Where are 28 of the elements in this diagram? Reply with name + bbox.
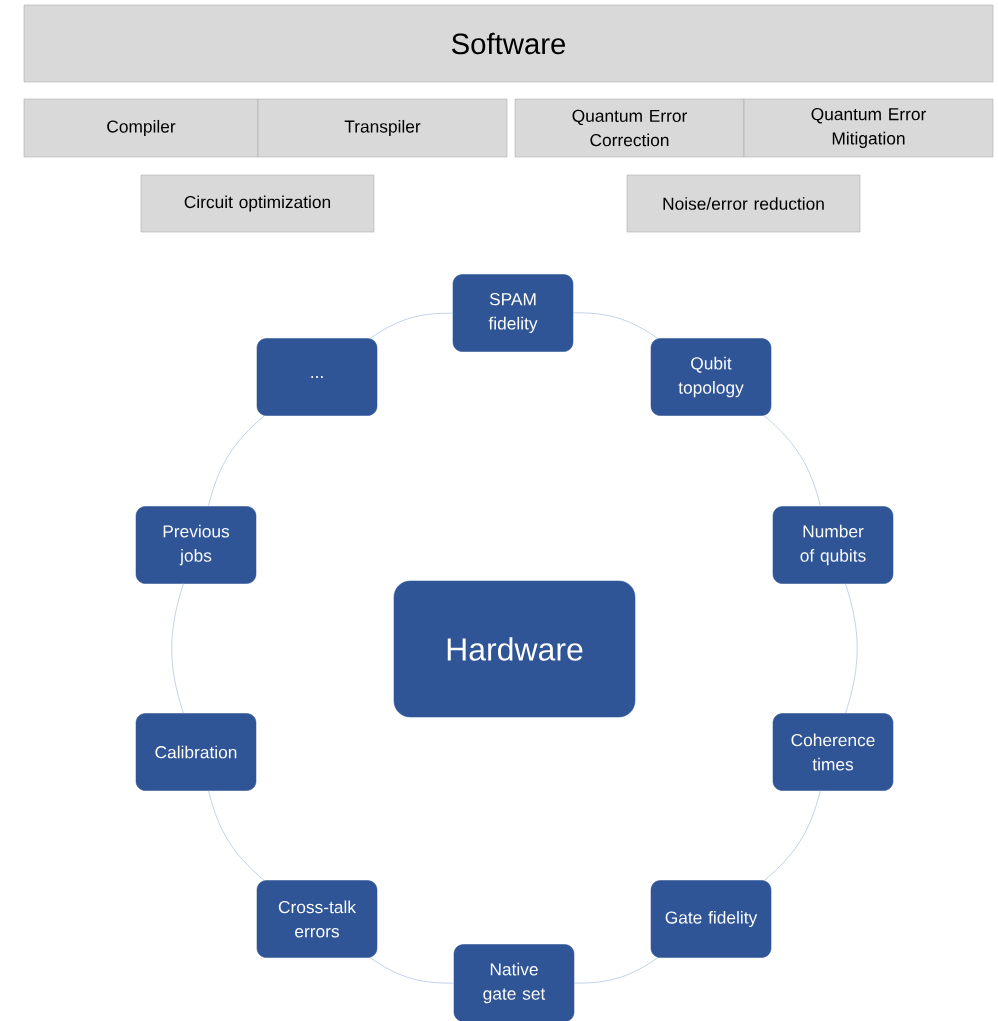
software-box: Noise/error reduction [626,174,861,233]
software-box: Quantum Error Correction [514,98,745,158]
property-box: Native gate set [453,944,575,1021]
connector-arc [573,957,659,984]
connector-arc [171,583,184,714]
property-box: Cross-talk errors [256,880,378,958]
property-box: Number of qubits [772,506,894,584]
software-box: Software [23,4,994,83]
connector-arc [208,415,265,507]
software-box: Compiler [23,98,259,158]
property-box: Previous jobs [135,506,257,584]
connector-arc [572,312,659,339]
connector-arc [369,312,454,339]
software-box: Transpiler [257,98,508,158]
property-box: Gate fidelity [650,880,772,958]
property-box: SPAM fidelity [452,274,574,352]
property-box: Coherence times [772,713,894,791]
property-box: ... [256,338,378,416]
software-box: Quantum Error Mitigation [743,98,994,158]
connector-arc [764,790,821,881]
property-box: Calibration [135,713,257,791]
connector-arc [208,790,265,881]
connector-arc [369,957,455,984]
property-box: Qubit topology [650,338,772,416]
connector-arc [763,415,821,507]
hardware-box: Hardware [393,580,636,718]
software-box: Circuit optimization [140,174,375,233]
connector-arc [845,583,858,714]
